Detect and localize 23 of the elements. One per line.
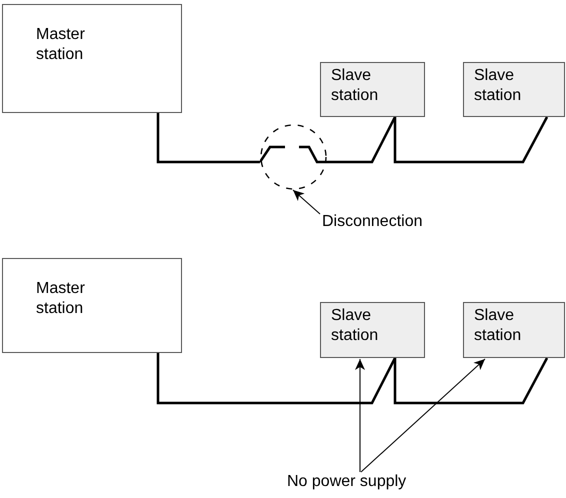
station-label: Slave station — [474, 306, 522, 346]
leader-arrow — [355, 358, 365, 472]
cable-line — [394, 116, 548, 164]
cable-line — [394, 357, 548, 404]
leader-arrow — [360, 358, 486, 472]
callout-text: No power supply — [287, 472, 465, 494]
callout-text: Disconnection — [322, 212, 432, 234]
station-label: Slave station — [331, 66, 380, 106]
station-box — [463, 62, 565, 117]
station-box — [320, 62, 425, 117]
station-box — [463, 302, 565, 358]
station-box — [2, 4, 182, 113]
station-label: Slave station — [331, 306, 380, 346]
cable-line — [156, 353, 396, 404]
station-box — [2, 258, 182, 353]
cable-line — [156, 113, 260, 164]
station-box — [320, 302, 425, 358]
dashed-circle — [260, 124, 327, 190]
station-label: Master station — [36, 279, 86, 319]
station-label: Slave station — [474, 66, 522, 106]
station-label: Master station — [36, 25, 86, 65]
cable-line — [327, 116, 396, 164]
leader-arrow — [292, 190, 320, 214]
